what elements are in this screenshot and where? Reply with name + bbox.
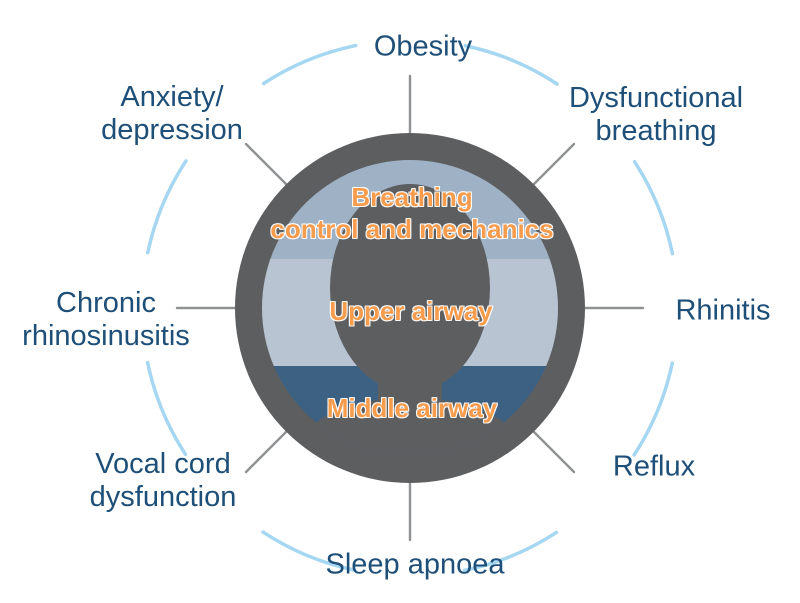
- spoke-top-right: [531, 142, 576, 187]
- spokes: [175, 74, 645, 542]
- spoke-bottom-right: [531, 429, 576, 474]
- label-line: Rhinitis: [675, 294, 771, 327]
- center-label-line: Upper airway: [329, 295, 493, 326]
- label-anxiety-depression: Anxiety/ depression: [101, 81, 243, 147]
- center-label-middle-airway: Middle airway: [327, 392, 498, 424]
- label-line: depression: [101, 114, 243, 146]
- label-rhinitis: Rhinitis: [675, 294, 770, 327]
- label-line: Sleep apnoea: [325, 548, 505, 581]
- label-line: Obesity: [373, 30, 473, 63]
- label-line: Vocal cord: [95, 447, 231, 480]
- label-obesity: Obesity: [374, 30, 472, 63]
- label-sleep-apnoea: Sleep apnoea: [326, 548, 505, 581]
- center-label-line: Middle airway: [326, 392, 498, 423]
- label-line: Chronic: [56, 286, 156, 319]
- spoke-top-left: [244, 142, 289, 187]
- label-line: breathing: [595, 115, 717, 147]
- label-line: Reflux: [612, 450, 696, 483]
- label-vocal-cord-dysfunction: Vocal cord dysfunction: [90, 448, 237, 514]
- center-label-line: control and mechanics: [270, 214, 554, 244]
- spoke-bottom-left: [244, 429, 289, 474]
- center-label-breathing-control: Breathing control and mechanics: [270, 181, 553, 245]
- label-line: Dysfunctional: [568, 81, 744, 114]
- label-line: Anxiety/: [120, 80, 224, 113]
- head-silhouette-shoulders: [284, 340, 536, 456]
- center-label-line: Breathing: [351, 181, 473, 212]
- label-line: dysfunction: [89, 481, 237, 513]
- center-label-upper-airway: Upper airway: [329, 295, 492, 327]
- label-dysfunctional-breathing: Dysfunctional breathing: [569, 82, 743, 148]
- head-silhouette-head: [330, 184, 490, 392]
- label-line: rhinosinusitis: [22, 320, 190, 352]
- label-chronic-rhinosinusitis: Chronic rhinosinusitis: [22, 287, 190, 353]
- label-reflux: Reflux: [613, 450, 695, 483]
